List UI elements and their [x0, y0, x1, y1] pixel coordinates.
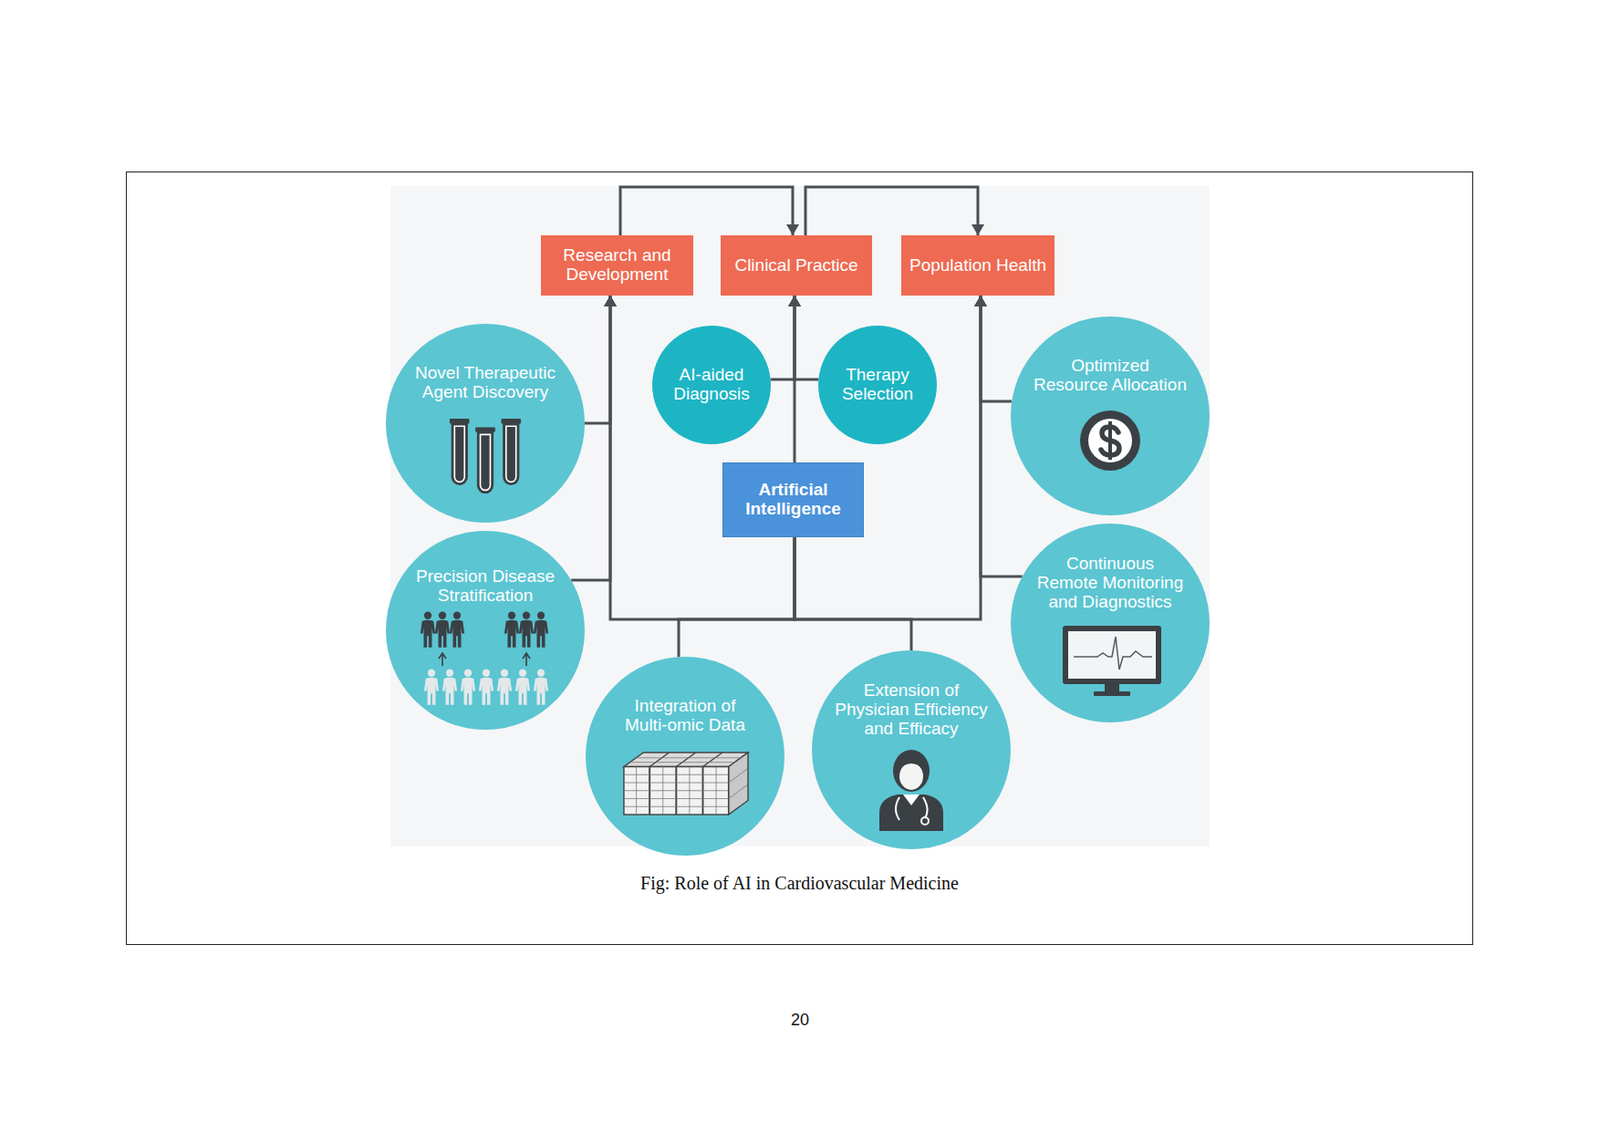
figure-caption: Fig: Role of AI in Cardiovascular Medici…: [125, 872, 1474, 894]
node-label: Therapy Selection: [826, 365, 929, 405]
topic-circle: Continuous Remote Monitoring and Diagnos…: [1010, 523, 1210, 723]
domain-box: Clinical Practice: [720, 235, 873, 296]
monitor-icon: [1062, 625, 1162, 697]
node-label: Continuous Remote Monitoring and Diagnos…: [1034, 554, 1186, 613]
topic-circle: Optimized Resource Allocation: [1010, 316, 1210, 516]
topic-circle: Extension of Physician Efficiency and Ef…: [811, 650, 1011, 850]
doctor-icon: [879, 749, 944, 832]
tubes-icon: [449, 418, 521, 494]
node-label: AI-aided Diagnosis: [660, 365, 763, 405]
connector-line: [610, 295, 795, 620]
connector-line: [584, 295, 611, 424]
node-label: Optimized Resource Allocation: [1026, 356, 1195, 395]
page-number: 20: [0, 1010, 1600, 1030]
connector-line: [794, 295, 819, 380]
core-box: Artificial Intelligence: [722, 462, 864, 538]
node-label: Novel Therapeutic Agent Discovery: [400, 363, 571, 403]
topic-circle: Precision Disease Stratification: [385, 530, 585, 730]
node-label: Clinical Practice: [734, 256, 858, 276]
circle-shape: [585, 656, 785, 856]
topic-circle: AI-aided Diagnosis: [652, 325, 771, 445]
domain-box: Research and Development: [540, 235, 694, 296]
connector-line: [980, 295, 1012, 402]
topic-circle: Therapy Selection: [818, 325, 937, 445]
circle-shape: [385, 323, 585, 523]
node-label: Population Health: [909, 256, 1047, 276]
circle-shape: [385, 530, 585, 730]
grid-icon: [623, 752, 749, 815]
node-label: Extension of Physician Efficiency and Ef…: [831, 681, 992, 739]
topic-circle: Novel Therapeutic Agent Discovery: [385, 323, 585, 523]
connector-line: [805, 187, 978, 236]
node-label: Artificial Intelligence: [728, 480, 858, 520]
connector-line: [794, 295, 981, 620]
connector-line: [770, 295, 795, 380]
connector-line: [678, 537, 795, 657]
node-label: Research and Development: [546, 246, 688, 285]
dollar-icon: [1080, 410, 1141, 471]
connector-line: [620, 187, 793, 236]
topic-circle: Integration of Multi-omic Data: [585, 656, 785, 856]
node-label: Precision Disease Stratification: [400, 567, 571, 606]
domain-box: Population Health: [901, 235, 1055, 296]
people-icon: [420, 612, 549, 706]
circle-shape: [811, 650, 1011, 850]
circle-shape: [1010, 316, 1210, 516]
circle-shape: [1010, 523, 1210, 723]
node-label: Integration of Multi-omic Data: [598, 696, 772, 736]
connector-line: [794, 537, 912, 651]
